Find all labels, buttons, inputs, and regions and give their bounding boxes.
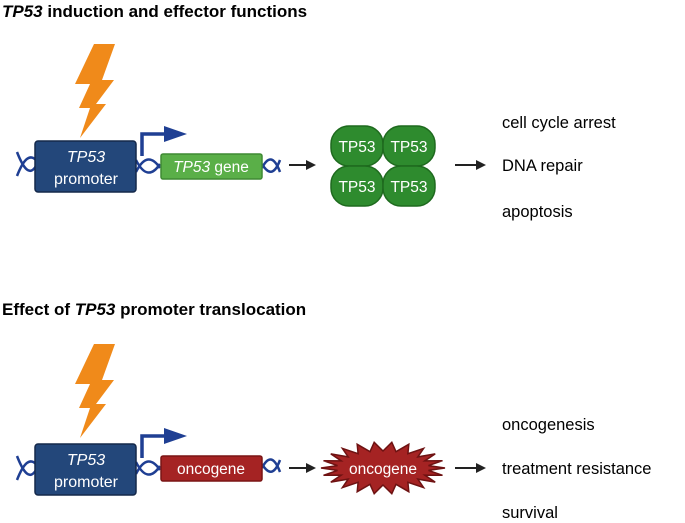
tp53-subunit-label: TP53: [338, 179, 375, 196]
promoter-label: promoter: [54, 474, 119, 491]
lightning-bolt-icon: [75, 344, 115, 438]
transcription-start-arrow: [140, 132, 166, 156]
transcription-arrowhead-icon: [164, 126, 187, 142]
effect-cell-cycle-arrest: cell cycle arrest: [502, 114, 616, 132]
dna-strand-right: [260, 158, 282, 173]
oncogene-gene-label: oncogene: [177, 461, 245, 478]
panel2-title: Effect of TP53 promoter translocation: [2, 300, 307, 319]
dna-strand-middle: [134, 460, 162, 476]
tp53-promoter-box: [34, 443, 137, 496]
panel1-title: TP53 induction and effector functions: [2, 2, 308, 21]
tp53-subunit: [382, 165, 436, 207]
tp53-subunit-label: TP53: [390, 139, 427, 156]
dna-strand-right: [260, 458, 282, 473]
promoter-gene-name: TP53: [67, 149, 105, 166]
oncoprotein-label: oncogene: [349, 461, 417, 478]
tp53-gene-label: TP53 gene: [173, 159, 249, 176]
promoter-label: promoter: [54, 171, 119, 188]
dna-strand-left: [15, 455, 38, 481]
oncoprotein-starburst: [320, 441, 446, 495]
tp53-tetramer: [330, 125, 436, 207]
effect-apoptosis: apoptosis: [502, 203, 573, 221]
transcription-start-arrow: [140, 434, 166, 458]
effect-survival: survival: [502, 504, 558, 522]
tp53-subunit-label: TP53: [390, 179, 427, 196]
dna-strand-middle: [134, 158, 162, 174]
transcription-arrowhead-icon: [164, 428, 187, 444]
tp53-subunit-label: TP53: [338, 139, 375, 156]
lightning-bolt-icon: [75, 44, 115, 138]
tp53-promoter-box: [34, 140, 137, 193]
effect-oncogenesis: oncogenesis: [502, 416, 595, 434]
effect-dna-repair: DNA repair: [502, 157, 583, 175]
promoter-gene-name: TP53: [67, 452, 105, 469]
effect-treatment-resistance: treatment resistance: [502, 460, 652, 478]
tp53-gene-box: [160, 153, 263, 180]
oncogene-box: [160, 455, 263, 482]
dna-strand-left: [15, 151, 38, 177]
